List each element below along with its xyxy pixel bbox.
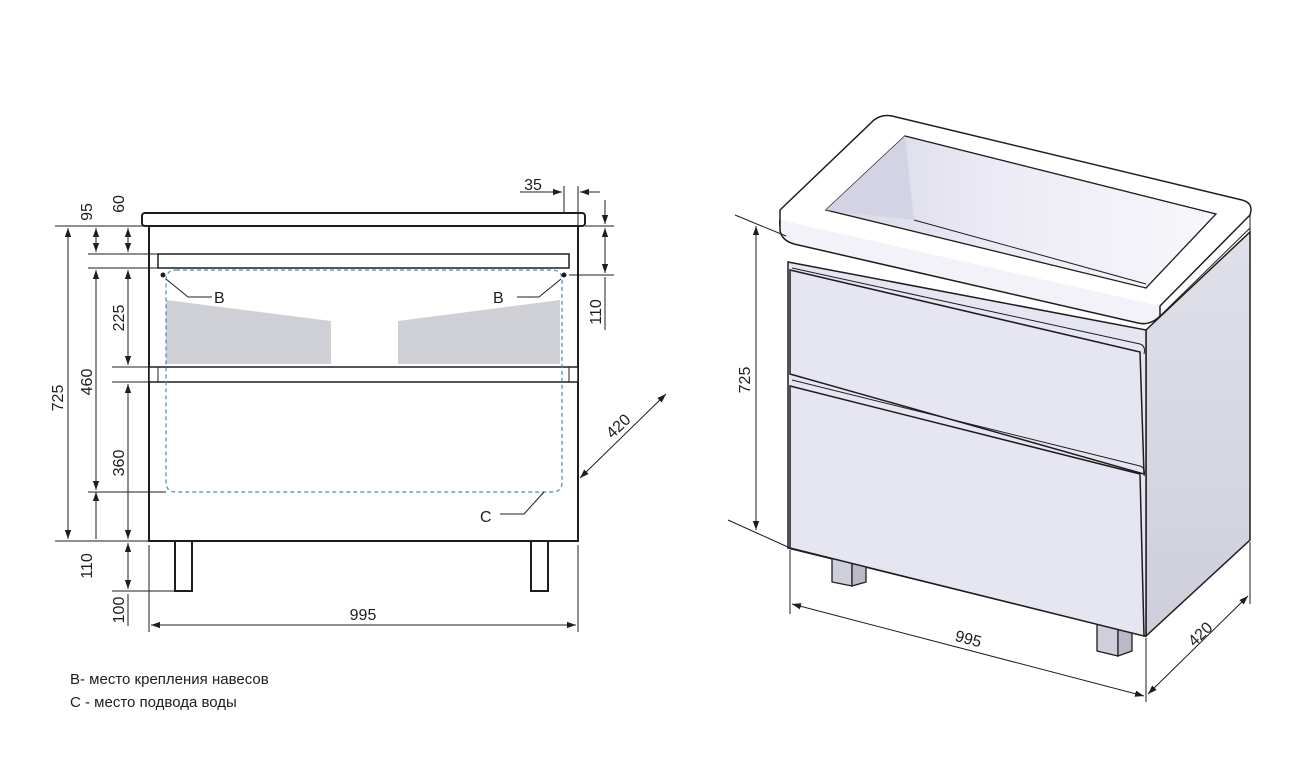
dim-left-110: 110 [79, 553, 96, 579]
dim-overhang-35: 35 [524, 177, 542, 194]
dim-left-100: 100 [111, 597, 128, 624]
iso-dim-height-725: 725 [737, 367, 754, 394]
countertop [141, 212, 586, 227]
middle-rail [148, 366, 579, 383]
legend-line-b: B- место крепления навесов [70, 671, 269, 688]
dim-left-725: 725 [50, 385, 67, 412]
dim-side-110: 110 [588, 299, 605, 325]
dim-left-225: 225 [111, 305, 128, 332]
dim-depth-420: 420 [603, 411, 634, 442]
marker-c: C [480, 509, 492, 526]
dim-top-95: 95 [79, 203, 96, 221]
dim-width-995: 995 [350, 607, 377, 624]
iso-dim-width-995: 995 [953, 628, 983, 651]
dim-top-60: 60 [111, 195, 128, 213]
dim-left-460: 460 [79, 369, 96, 396]
front-view: B B C 725 95 460 60 225 [50, 177, 667, 632]
basin-dashed-outline [165, 269, 563, 493]
dim-left-360: 360 [111, 450, 128, 477]
leg-right [530, 540, 549, 592]
isometric-view: 725 995 420 [727, 114, 1252, 702]
marker-b-right: B [493, 290, 504, 307]
lower-drawer [789, 385, 1145, 637]
legend: B- место крепления навесов C - место под… [70, 671, 269, 711]
cabinet-body [148, 225, 579, 542]
leg-left [174, 540, 193, 592]
mount-shade-right [398, 300, 560, 364]
iso-dim-depth-420: 420 [1185, 619, 1216, 650]
marker-b-left: B [214, 290, 225, 307]
top-rail [157, 253, 570, 269]
mount-shade-left [166, 300, 331, 364]
legend-line-c: C - место подвода воды [70, 694, 237, 711]
